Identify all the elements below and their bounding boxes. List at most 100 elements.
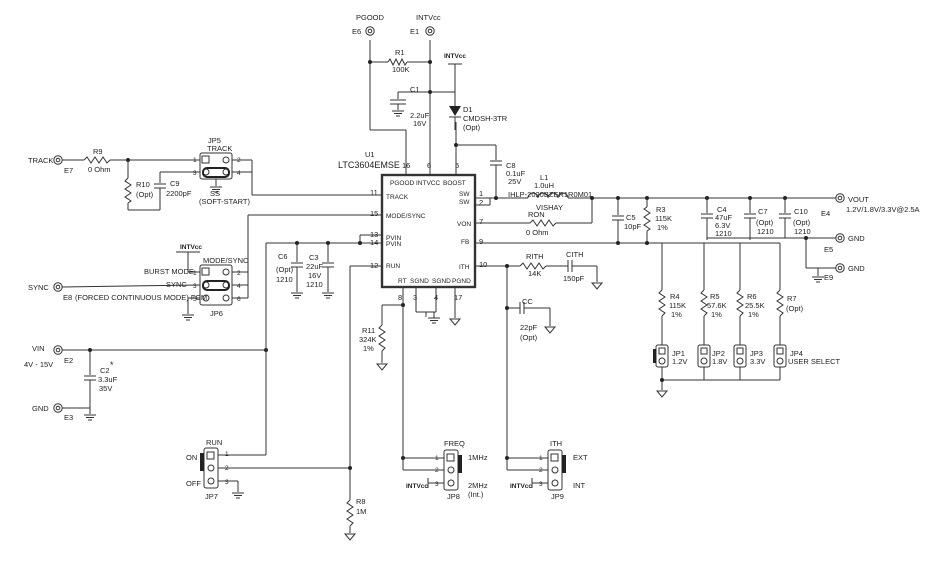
- pgood-label: PGOOD: [356, 13, 385, 22]
- r8-value: 1M: [356, 507, 366, 516]
- c9-value: 2200pF: [166, 189, 192, 198]
- gnd-out2-label: GND: [848, 264, 865, 273]
- pin-label-boost: BOOST: [443, 180, 466, 187]
- c8-ref: C8: [506, 161, 516, 170]
- terminal-e9[interactable]: [835, 263, 845, 273]
- pin-label-pgood: PGOOD: [390, 180, 415, 187]
- jp9-jumper[interactable]: [547, 449, 563, 491]
- pin-num-3: 3: [413, 293, 417, 302]
- r5-v2: 1%: [711, 310, 722, 319]
- c3-ref: C3: [309, 253, 319, 262]
- c6-ref: C6: [278, 252, 288, 261]
- terminal-e6[interactable]: [365, 26, 375, 36]
- jp9-ref: JP9: [551, 492, 564, 501]
- r3-v2: 1%: [657, 223, 668, 232]
- vin-label: VIN: [32, 344, 45, 353]
- ic-part: LTC3604EMSE: [338, 160, 400, 170]
- gnd-in-label: GND: [32, 404, 49, 413]
- pin-num-2: 2: [479, 198, 483, 207]
- pin-num-6: 6: [427, 161, 431, 170]
- sync-label: SYNC: [28, 283, 49, 292]
- r6-v2: 1%: [748, 310, 759, 319]
- rith-resistor: [519, 262, 547, 270]
- ron-value: 0 Ohm: [526, 228, 549, 237]
- c4-v3: 1210: [715, 229, 732, 238]
- terminal-e5[interactable]: [835, 233, 845, 243]
- jp6-p1: 1: [193, 270, 197, 277]
- l1-v2: IHLP-2020BZER1R0M01: [508, 190, 592, 199]
- pin-num-9: 9: [479, 237, 483, 246]
- c3-v2: 16V: [308, 271, 321, 280]
- terminal-e8[interactable]: [53, 282, 63, 292]
- jp8-jumper[interactable]: [443, 449, 459, 491]
- d1-v1: CMDSH-3TR: [463, 114, 508, 123]
- r1-ref: R1: [395, 48, 405, 57]
- c2-ref: C2: [100, 366, 110, 375]
- intvcc-ref: E1: [410, 27, 419, 36]
- jp6-sync: SYNC: [166, 280, 187, 289]
- r4-v1: 115K: [669, 301, 686, 310]
- c4-ref: C4: [717, 205, 727, 214]
- c1-ref: C1: [410, 85, 420, 94]
- jp8-title: FREQ: [444, 439, 465, 448]
- c4-v2: 6.3V: [715, 221, 730, 230]
- c3-v3: 1210: [306, 280, 323, 289]
- c3-v1: 22uF: [306, 262, 324, 271]
- pin-label-fb: FB: [461, 239, 469, 246]
- cith-value: 150pF: [563, 274, 585, 283]
- c2-v1: 3.3uF: [98, 375, 118, 384]
- r5-v1: 57.6K: [707, 301, 727, 310]
- c1-v1: 2.2uF: [410, 111, 430, 120]
- r9-resistor: [83, 156, 111, 164]
- c10-v2: 1210: [794, 227, 811, 236]
- jp1-ref: JP1: [672, 349, 685, 358]
- jp5-p3: 3: [193, 170, 197, 177]
- c7-v1: (Opt): [756, 218, 774, 227]
- jp8-ref: JP8: [447, 492, 460, 501]
- jp4-value: USER SELECT: [788, 357, 841, 366]
- sync-ref: E8: [63, 293, 72, 302]
- r6-ref: R6: [747, 292, 757, 301]
- jp7-jumper[interactable]: [203, 447, 219, 489]
- r3-resistor: [643, 206, 651, 232]
- terminal-e3[interactable]: [53, 403, 63, 413]
- vout-spec: 1.2V/1.8V/3.3V@2.5A: [846, 205, 920, 214]
- jp9-title: ITH: [550, 439, 562, 448]
- terminal-e7[interactable]: [53, 155, 63, 165]
- d1-ref: D1: [463, 105, 473, 114]
- c7-ref: C7: [758, 207, 768, 216]
- l1-inductor: [527, 192, 569, 199]
- jp9-intvcc: INTVcc: [510, 483, 532, 490]
- pin-num-11: 11: [370, 188, 378, 197]
- pin-num-5: 5: [455, 161, 459, 170]
- pin-label-modesync: MODE/SYNC: [386, 213, 426, 220]
- r8-resistor: [346, 499, 354, 527]
- c4-v1: 47uF: [715, 213, 733, 222]
- track-label: TRACK: [28, 156, 53, 165]
- r4-ref: R4: [670, 292, 680, 301]
- ic-ref: U1: [365, 150, 375, 159]
- intvcc-net1: INTVcc: [444, 53, 466, 60]
- jp3-value: 3.3V: [750, 357, 765, 366]
- jp6-p3: 3: [193, 283, 197, 290]
- jp7-on: ON: [186, 453, 197, 462]
- r3-v1: 115K: [655, 214, 672, 223]
- terminal-e4[interactable]: [835, 193, 845, 203]
- r5-ref: R5: [710, 292, 720, 301]
- c10-ref: C10: [794, 207, 808, 216]
- pin-label-von: VON: [457, 221, 471, 228]
- l1-v3: VISHAY: [536, 203, 563, 212]
- jp7-ref: JP7: [205, 492, 218, 501]
- terminal-e1[interactable]: [425, 26, 435, 36]
- r4-v2: 1%: [671, 310, 682, 319]
- r11-v2: 1%: [363, 344, 374, 353]
- r7-resistor: [776, 289, 784, 317]
- c2-v2: 35V: [99, 384, 112, 393]
- pin-num-17: 17: [454, 293, 462, 302]
- r10-value: (Opt): [136, 190, 154, 199]
- terminal-e2[interactable]: [53, 345, 63, 355]
- r6-v1: 25.5K: [745, 301, 765, 310]
- jp9-ext: EXT: [573, 453, 588, 462]
- ic-u1-body: [380, 173, 477, 289]
